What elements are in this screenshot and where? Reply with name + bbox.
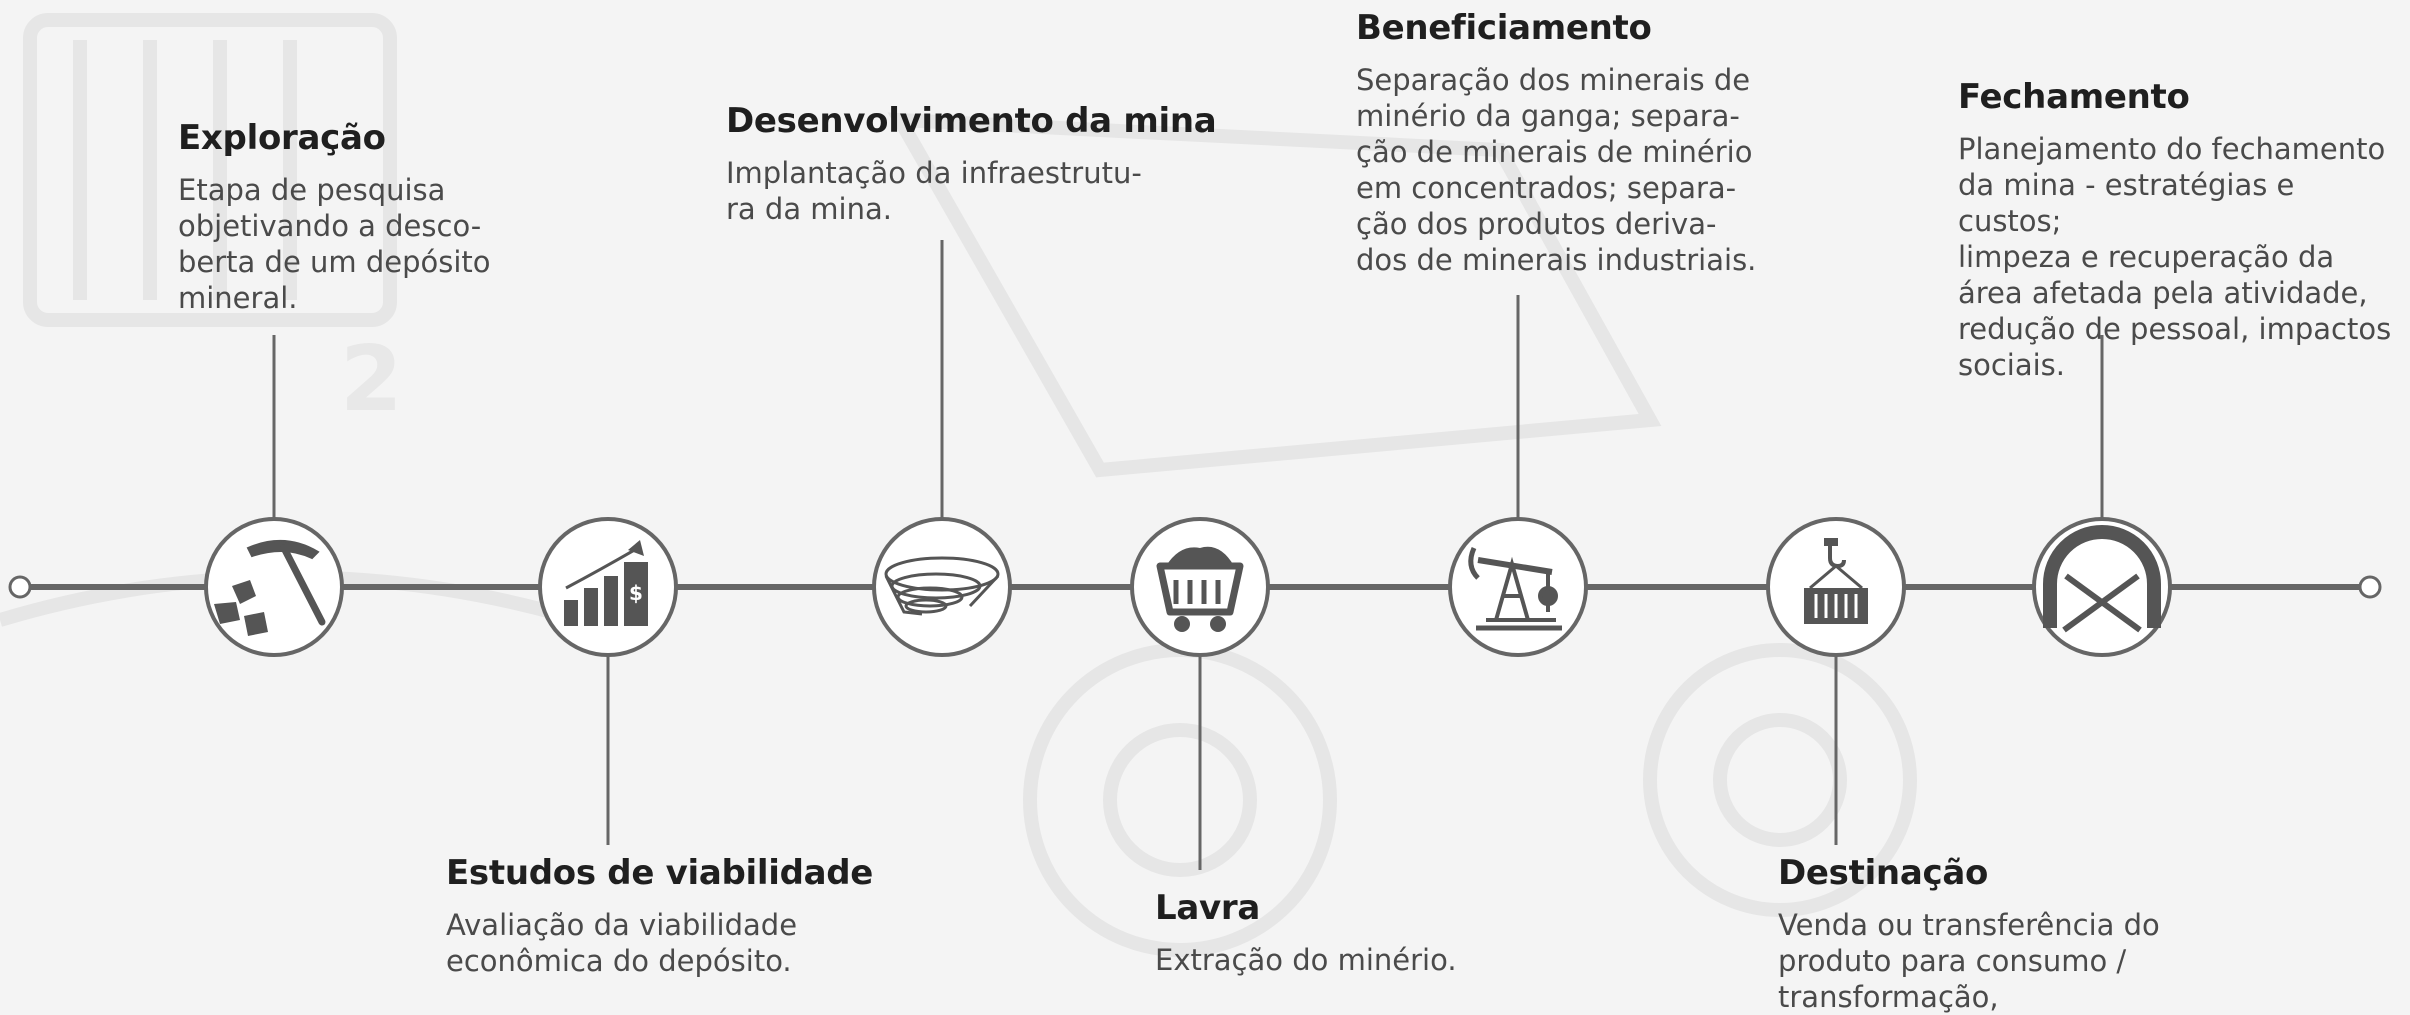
pump-jack-icon bbox=[1468, 546, 1562, 631]
stage-description: Etapa de pesquisa objetivando a desco- b… bbox=[178, 173, 491, 315]
timeline-end-node bbox=[2358, 575, 2382, 599]
mine-cart-icon bbox=[1156, 546, 1244, 632]
closed-tunnel-icon bbox=[2043, 525, 2161, 633]
stage-estudos: Estudos de viabilidade Avaliação da viab… bbox=[446, 853, 874, 979]
stage-title: Lavra bbox=[1155, 888, 1260, 928]
stage-description: Avaliação da viabilidade econômica do de… bbox=[446, 908, 798, 978]
node-lavra bbox=[1130, 517, 1270, 657]
node-destinacao bbox=[1766, 517, 1906, 657]
stage-description: Separação dos minerais de minério da gan… bbox=[1356, 63, 1757, 277]
stage-title: Destinação bbox=[1778, 853, 1989, 893]
stage-title: Estudos de viabilidade bbox=[446, 853, 874, 893]
stage-lavra: Lavra Extração do minério. bbox=[1155, 888, 1515, 978]
svg-text:2: 2 bbox=[340, 327, 403, 432]
svg-text:$: $ bbox=[629, 581, 643, 605]
stage-desenvolvimento: Desenvolvimento da mina Implantação da i… bbox=[726, 101, 1217, 227]
stage-title: Exploração bbox=[178, 118, 386, 158]
pickaxe-ore-icon bbox=[214, 539, 326, 636]
crane-container-icon bbox=[1804, 538, 1868, 624]
stage-title: Desenvolvimento da mina bbox=[726, 101, 1217, 141]
stage-beneficiamento: Beneficiamento Separação dos minerais de… bbox=[1356, 8, 1786, 278]
node-exploracao bbox=[204, 517, 344, 657]
stage-description: Venda ou transferência do produto para c… bbox=[1778, 908, 2160, 1014]
stage-fechamento: Fechamento Planejamento do fechamento da… bbox=[1958, 77, 2403, 383]
stage-description: Planejamento do fechamento da mina - est… bbox=[1958, 132, 2392, 382]
open-pit-mine-icon bbox=[884, 556, 1000, 616]
stage-destinacao: Destinação Venda ou transferência do pro… bbox=[1778, 853, 2198, 1015]
stage-exploracao: Exploração Etapa de pesquisa objetivando… bbox=[178, 118, 538, 316]
timeline-start-node bbox=[8, 575, 32, 599]
growth-chart-dollar-icon: $ bbox=[564, 540, 648, 626]
stage-description: Implantação da infraestrutu- ra da mina. bbox=[726, 156, 1142, 226]
stage-title: Beneficiamento bbox=[1356, 8, 1652, 48]
stage-description: Extração do minério. bbox=[1155, 943, 1457, 977]
node-desenvolvimento bbox=[872, 517, 1012, 657]
stage-title: Fechamento bbox=[1958, 77, 2190, 117]
